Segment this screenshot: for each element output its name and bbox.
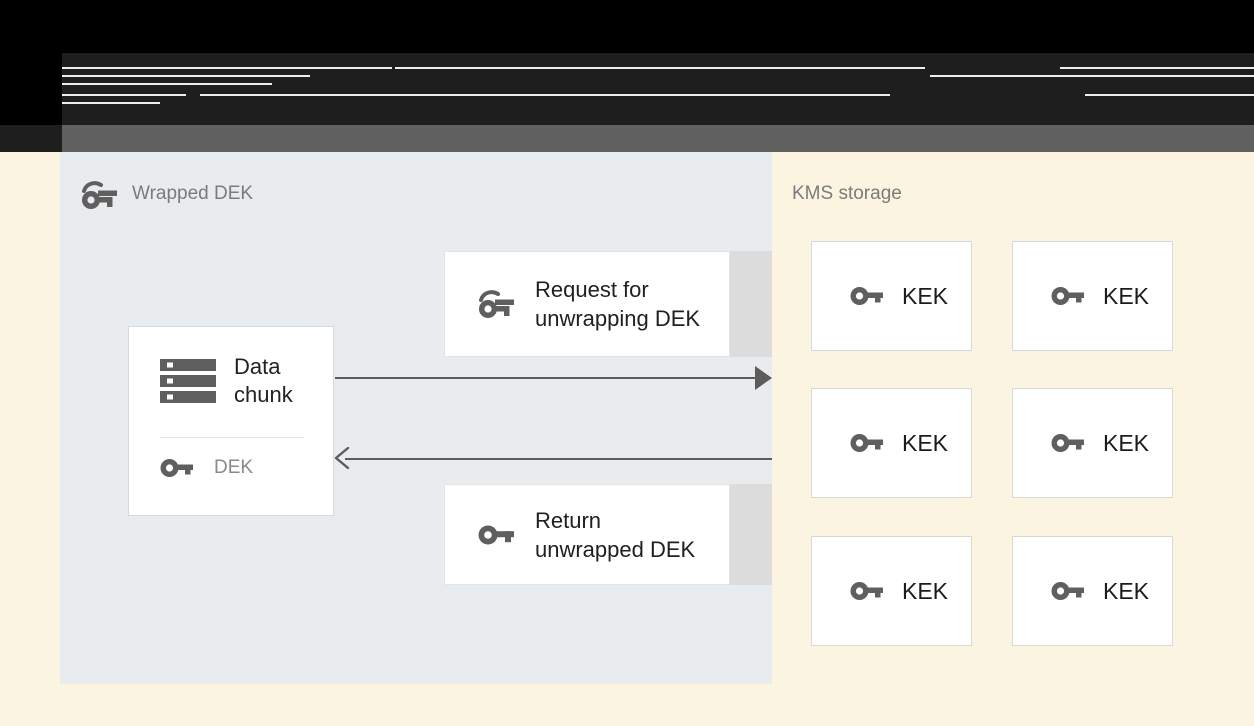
header-left-black-block: [0, 53, 62, 125]
redaction-streak: [0, 53, 1254, 57]
key-icon: [1051, 580, 1085, 602]
kek-label: KEK: [902, 577, 949, 604]
toolbar-left-block: [0, 125, 62, 152]
key-icon: [160, 457, 194, 479]
request-card-shadow: [730, 251, 772, 357]
kms-storage-title: KMS storage: [792, 183, 902, 204]
card-divider: [160, 437, 304, 438]
redaction-streak: [0, 111, 1254, 125]
request-arrowhead-icon: [755, 366, 772, 390]
return-arrowhead-icon: [334, 447, 350, 469]
return-unwrapped-label: Return unwrapped DEK: [535, 507, 696, 562]
request-unwrap-card[interactable]: Request for unwrapping DEK: [444, 251, 730, 357]
kek-label: KEK: [902, 282, 949, 309]
kek-label: KEK: [1103, 577, 1150, 604]
key-icon: [1051, 285, 1085, 307]
return-card-shadow: [730, 484, 772, 585]
wrapped-dek-title: Wrapped DEK: [132, 183, 254, 204]
kek-card[interactable]: KEK: [811, 388, 972, 498]
redaction-streak: [0, 67, 392, 69]
redaction-streak: [1060, 67, 1254, 69]
key-icon: [850, 285, 884, 307]
redaction-streak: [0, 83, 272, 85]
key-icon: [850, 580, 884, 602]
redaction-streak: [200, 94, 890, 96]
redaction-streak: [0, 94, 186, 96]
return-arrow: [345, 458, 772, 460]
data-chunk-header: Data chunk: [129, 327, 333, 409]
redaction-streak: [0, 75, 310, 77]
redaction-streak: [930, 75, 1254, 77]
redaction-streak: [1085, 94, 1254, 96]
kek-label: KEK: [1103, 282, 1150, 309]
request-arrow: [335, 377, 765, 379]
kek-card[interactable]: KEK: [1012, 536, 1173, 646]
dek-label: DEK: [214, 457, 254, 478]
kek-card[interactable]: KEK: [811, 536, 972, 646]
redaction-streak: [395, 67, 925, 69]
return-unwrapped-card[interactable]: Return unwrapped DEK: [444, 484, 730, 585]
top-black-band: [0, 0, 1254, 53]
request-unwrap-label: Request for unwrapping DEK: [535, 277, 701, 331]
wrapped-key-icon: [477, 289, 515, 319]
toolbar-gray-band: [62, 125, 1254, 152]
key-icon: [1051, 432, 1085, 454]
kek-label: KEK: [1103, 429, 1150, 456]
kek-card[interactable]: KEK: [1012, 241, 1173, 351]
storage-icon: [160, 358, 216, 404]
data-chunk-card[interactable]: Data chunk DEK: [128, 326, 334, 516]
kek-card[interactable]: KEK: [1012, 388, 1173, 498]
key-icon: [477, 522, 515, 548]
header-dark-band: Data chunk is encrypted with DEK and sto…: [0, 53, 1254, 125]
redaction-streak: [0, 102, 160, 104]
kek-card[interactable]: KEK: [811, 241, 972, 351]
data-chunk-label: Data chunk: [234, 354, 293, 407]
wrapped-key-icon: [80, 180, 118, 210]
kek-label: KEK: [902, 429, 949, 456]
key-icon: [850, 432, 884, 454]
dek-row: DEK: [160, 457, 253, 479]
